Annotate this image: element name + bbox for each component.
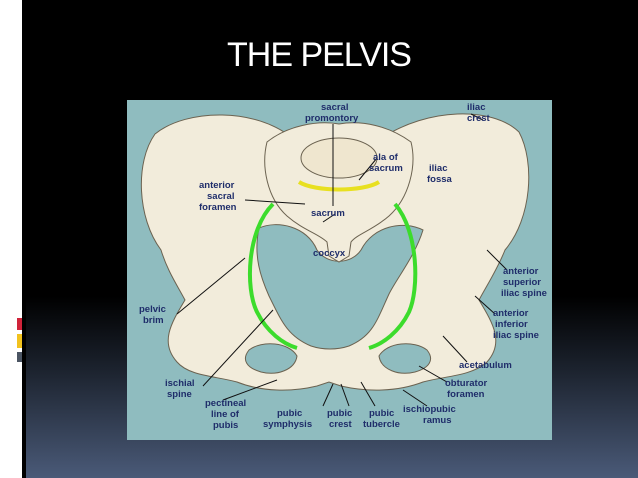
pelvis-svg: sacral promontory iliac crest ala of sac… bbox=[127, 100, 552, 440]
label-pubic-symphysis-2: symphysis bbox=[263, 419, 312, 430]
label-pectineal-line-2: line of bbox=[211, 409, 240, 420]
sacral-promontory-line bbox=[297, 180, 381, 192]
label-asis-3: iliac spine bbox=[501, 288, 547, 299]
label-anterior-sacral-foramen-2: sacral bbox=[207, 191, 234, 202]
label-pectineal-line-1: pectineal bbox=[205, 398, 246, 409]
deco-bar-dark bbox=[17, 352, 22, 362]
deco-bar-red bbox=[17, 318, 22, 330]
deco-bar-top bbox=[17, 18, 22, 80]
leader-lines bbox=[176, 113, 508, 407]
label-iliac-crest-1: iliac bbox=[467, 102, 486, 113]
slide-left-strip-border bbox=[22, 0, 26, 478]
label-pectineal-line-3: pubis bbox=[213, 420, 238, 431]
label-aiis-3: iliac spine bbox=[493, 330, 539, 341]
pelvic-brim-line bbox=[248, 202, 418, 350]
label-iliac-fossa-1: iliac bbox=[429, 163, 448, 174]
pelvic-inlet bbox=[256, 224, 424, 350]
label-pubic-tubercle-1: pubic bbox=[369, 408, 394, 419]
label-obturator-foramen-2: foramen bbox=[447, 389, 485, 400]
label-acetabulum: acetabulum bbox=[459, 360, 512, 371]
label-aiis-1: anterior bbox=[493, 308, 529, 319]
label-ala-of-sacrum-1: ala of bbox=[373, 152, 399, 163]
label-sacral-promontory-1: sacral bbox=[321, 102, 348, 113]
obturator-foramen-left bbox=[245, 343, 298, 374]
label-asis-2: superior bbox=[503, 277, 541, 288]
label-ischiopubic-ramus-1: ischiopubic bbox=[403, 404, 456, 415]
label-iliac-fossa-2: fossa bbox=[427, 174, 453, 185]
label-sacral-promontory-2: promontory bbox=[305, 113, 359, 124]
label-pelvic-brim-1: pelvic bbox=[139, 304, 166, 315]
obturator-foramen-right bbox=[378, 343, 431, 374]
label-pubic-tubercle-2: tubercle bbox=[363, 419, 400, 430]
label-anterior-sacral-foramen-3: foramen bbox=[199, 202, 237, 213]
label-obturator-foramen-1: obturator bbox=[445, 378, 488, 389]
label-aiis-2: inferior bbox=[495, 319, 528, 330]
label-ischial-spine-2: spine bbox=[167, 389, 192, 400]
label-coccyx: coccyx bbox=[313, 248, 346, 259]
label-pelvic-brim-2: brim bbox=[143, 315, 164, 326]
label-ala-of-sacrum-2: sacrum bbox=[369, 163, 403, 174]
slide-title: THE PELVIS bbox=[227, 36, 412, 74]
label-pubic-crest-2: crest bbox=[329, 419, 353, 430]
deco-bar-yellow bbox=[17, 334, 22, 348]
label-anterior-sacral-foramen-1: anterior bbox=[199, 180, 235, 191]
pelvis-diagram: sacral promontory iliac crest ala of sac… bbox=[127, 100, 552, 440]
label-ischiopubic-ramus-2: ramus bbox=[423, 415, 452, 426]
label-pubic-crest-1: pubic bbox=[327, 408, 352, 419]
label-sacrum: sacrum bbox=[311, 208, 345, 219]
label-iliac-crest-2: crest bbox=[467, 113, 491, 124]
label-ischial-spine-1: ischial bbox=[165, 378, 195, 389]
label-asis-1: anterior bbox=[503, 266, 539, 277]
label-pubic-symphysis-1: pubic bbox=[277, 408, 302, 419]
